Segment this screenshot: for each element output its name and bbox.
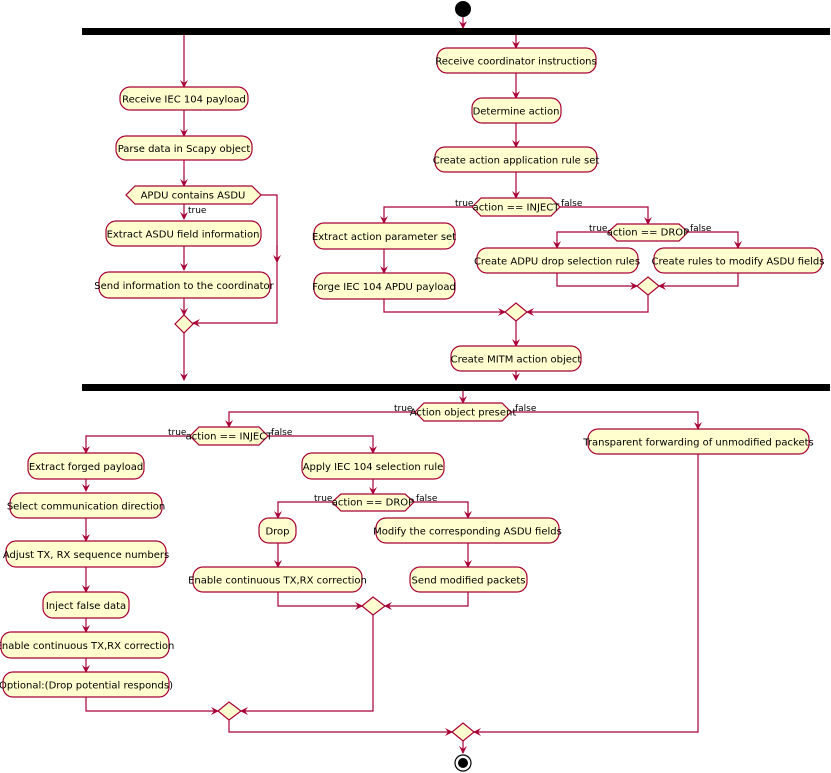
svg-text:Modify the corresponding ASDU: Modify the corresponding ASDU fields bbox=[373, 527, 562, 538]
merge-diamond-final bbox=[451, 722, 475, 742]
end-node bbox=[454, 754, 472, 772]
node-extract-param: Extract action parameter set bbox=[312, 222, 456, 250]
svg-text:Adjust TX, RX sequence numbers: Adjust TX, RX sequence numbers bbox=[3, 550, 169, 561]
fork-bar-middle bbox=[82, 384, 830, 391]
svg-text:Receive IEC 104 payload: Receive IEC 104 payload bbox=[122, 95, 246, 106]
label-false-object: false bbox=[515, 404, 537, 414]
node-forge-apdu: Forge IEC 104 APDU payload bbox=[312, 272, 456, 300]
decision-label: action == DROP bbox=[607, 228, 689, 239]
decision-inject-1: action == INJECT bbox=[471, 197, 561, 217]
label-true-object: true bbox=[394, 404, 413, 414]
node-receive-instructions: Receive coordinator instructions bbox=[435, 47, 597, 74]
merge-diamond-drop-2 bbox=[361, 596, 386, 616]
node-drop: Drop bbox=[258, 517, 297, 544]
svg-text:Drop: Drop bbox=[265, 527, 289, 538]
merge-diamond-left bbox=[174, 314, 194, 334]
node-modify-fields: Modify the corresponding ASDU fields bbox=[373, 517, 562, 544]
label-false-inject-1: false bbox=[561, 199, 583, 209]
fork-bar-top bbox=[82, 28, 830, 35]
node-create-mitm: Create MITM action object bbox=[450, 345, 582, 372]
svg-text:Enable continuous TX,RX correc: Enable continuous TX,RX correction bbox=[0, 641, 174, 652]
svg-text:Extract ASDU field information: Extract ASDU field information bbox=[107, 230, 260, 241]
node-transparent-forwarding: Transparent forwarding of unmodified pac… bbox=[582, 428, 814, 455]
node-enable-correction-2: Enable continuous TX,RX correction bbox=[188, 566, 367, 593]
edges bbox=[82, 16, 742, 754]
label-true-inject-2: true bbox=[168, 428, 187, 438]
svg-text:Enable continuous TX,RX correc: Enable continuous TX,RX correction bbox=[188, 576, 367, 587]
svg-text:Send modified packets: Send modified packets bbox=[411, 576, 525, 587]
svg-text:Optional:(Drop potential respo: Optional:(Drop potential responds) bbox=[0, 681, 173, 692]
node-send-modified: Send modified packets bbox=[409, 566, 528, 593]
svg-text:Select communication direction: Select communication direction bbox=[7, 502, 165, 513]
svg-text:Send information to the coordi: Send information to the coordinator bbox=[94, 281, 274, 292]
merge-diamond-inject-2 bbox=[217, 701, 242, 721]
node-determine-action: Determine action bbox=[471, 97, 562, 124]
decision-label: action == INJECT bbox=[186, 432, 274, 443]
svg-text:Extract forged payload: Extract forged payload bbox=[29, 462, 143, 473]
label-false-drop-1: false bbox=[690, 224, 712, 234]
label-true-drop-2: true bbox=[314, 494, 333, 504]
svg-text:Parse data in Scapy object: Parse data in Scapy object bbox=[118, 144, 251, 155]
svg-text:Create MITM action object: Create MITM action object bbox=[451, 355, 582, 366]
decision-object-present: Action object present bbox=[410, 402, 517, 422]
decision-label: Action object present bbox=[410, 408, 517, 419]
label-false-inject-2: false bbox=[271, 428, 293, 438]
label-true-drop-1: true bbox=[589, 224, 608, 234]
label-true-apdu: true bbox=[188, 206, 207, 216]
decision-drop-2: action == DROP bbox=[331, 493, 415, 512]
svg-text:Transparent forwarding of unmo: Transparent forwarding of unmodified pac… bbox=[582, 438, 814, 449]
node-send-info: Send information to the coordinator bbox=[94, 271, 275, 299]
decision-label: action == DROP bbox=[332, 498, 414, 509]
label-false-drop-2: false bbox=[416, 494, 438, 504]
svg-text:Create action application rule: Create action application rule set bbox=[433, 156, 600, 167]
label-true-inject-1: true bbox=[455, 199, 474, 209]
node-inject-false: Inject false data bbox=[42, 591, 130, 619]
decision-drop-1: action == DROP bbox=[607, 223, 689, 242]
merge-diamond-drop bbox=[636, 276, 660, 296]
svg-text:Create ADPU drop selection rul: Create ADPU drop selection rules bbox=[474, 257, 640, 268]
svg-text:Create rules to modify ASDU fi: Create rules to modify ASDU fields bbox=[652, 257, 825, 268]
svg-text:Forge IEC 104 APDU payload: Forge IEC 104 APDU payload bbox=[312, 282, 456, 293]
node-adjust-seq: Adjust TX, RX sequence numbers bbox=[3, 540, 169, 568]
node-apply-selection: Apply IEC 104 selection rule bbox=[301, 452, 445, 480]
svg-text:Apply IEC 104 selection rule: Apply IEC 104 selection rule bbox=[303, 462, 444, 473]
decision-inject-2: action == INJECT bbox=[186, 426, 274, 446]
node-create-modify-rules: Create rules to modify ASDU fields bbox=[652, 247, 825, 274]
node-create-rule-set: Create action application rule set bbox=[433, 146, 600, 173]
start-node bbox=[455, 1, 471, 17]
node-optional-drop: Optional:(Drop potential responds) bbox=[0, 671, 173, 698]
branch-labels: true true false true false true false tr… bbox=[168, 199, 712, 504]
merge-diamond-inject bbox=[504, 302, 528, 322]
node-extract-forged: Extract forged payload bbox=[27, 452, 145, 480]
node-create-drop-rules: Create ADPU drop selection rules bbox=[474, 247, 640, 274]
decision-apdu-contains-asdu: APDU contains ASDU bbox=[125, 185, 262, 205]
decision-label: APDU contains ASDU bbox=[141, 191, 246, 202]
svg-text:Inject false data: Inject false data bbox=[46, 601, 126, 612]
node-enable-correction-1: Enable continuous TX,RX correction bbox=[0, 631, 174, 659]
svg-text:Extract action parameter set: Extract action parameter set bbox=[312, 232, 456, 243]
decision-label: action == INJECT bbox=[473, 203, 561, 214]
svg-text:Determine action: Determine action bbox=[473, 107, 560, 118]
node-receive-payload: Receive IEC 104 payload bbox=[119, 86, 249, 111]
node-select-direction: Select communication direction bbox=[7, 492, 165, 519]
svg-text:Receive coordinator instructio: Receive coordinator instructions bbox=[435, 57, 596, 68]
node-parse-scapy: Parse data in Scapy object bbox=[115, 135, 253, 161]
node-extract-asdu: Extract ASDU field information bbox=[105, 220, 262, 247]
